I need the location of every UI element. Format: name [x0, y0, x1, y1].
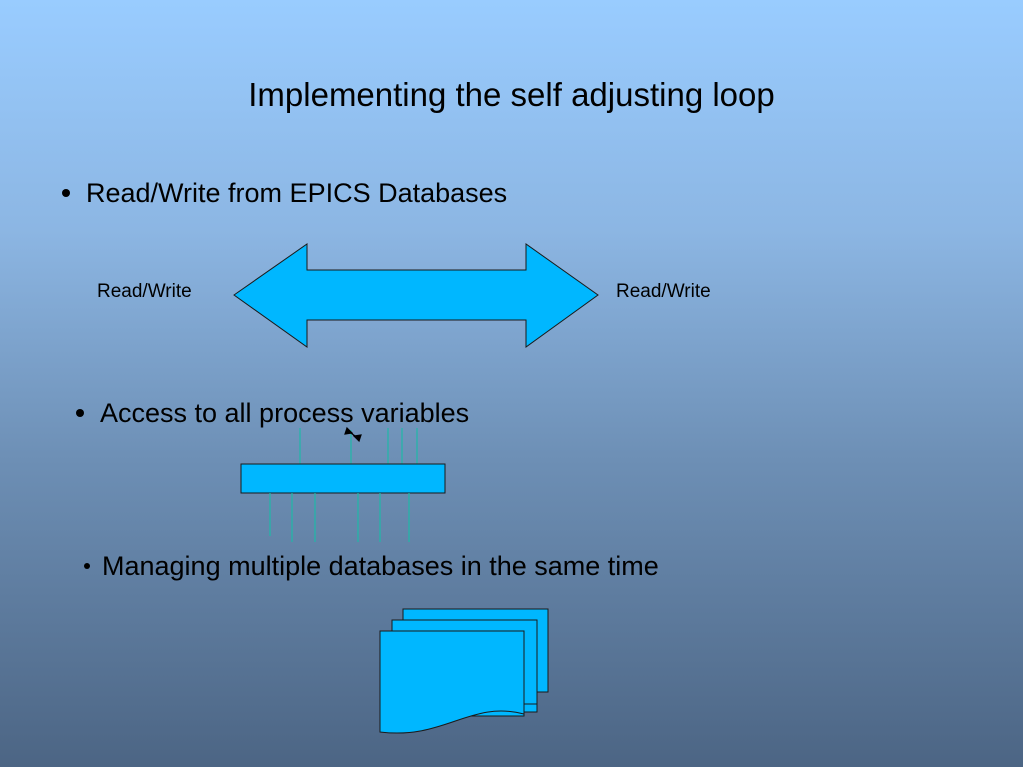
multiple-documents-icon: [379, 608, 549, 734]
read-write-label-right: Read/Write: [616, 281, 711, 302]
slide-title: Implementing the self adjusting loop: [248, 76, 775, 113]
bus-bar: [240, 463, 446, 494]
bullet-text: Read/Write from EPICS Databases: [86, 178, 508, 208]
bullet-multiple-databases: Managing multiple databases in the same …: [84, 549, 659, 583]
bullet-dot: [76, 408, 84, 417]
double-arrow-icon: [233, 243, 599, 348]
small-arrow-icon: [344, 426, 362, 443]
bullet-dot: [62, 188, 70, 197]
bullet-dot: [84, 562, 90, 569]
bullet-read-write: Read/Write from EPICS Databases: [62, 176, 507, 210]
bus-wires-top: [299, 428, 418, 464]
bullet-text: Access to all process variables: [100, 398, 470, 428]
bus-wires-bottom: [269, 493, 410, 542]
bullet-process-variables: Access to all process variables: [76, 396, 469, 430]
bullet-text: Managing multiple databases in the same …: [102, 551, 659, 581]
read-write-label-left: Read/Write: [97, 281, 192, 302]
